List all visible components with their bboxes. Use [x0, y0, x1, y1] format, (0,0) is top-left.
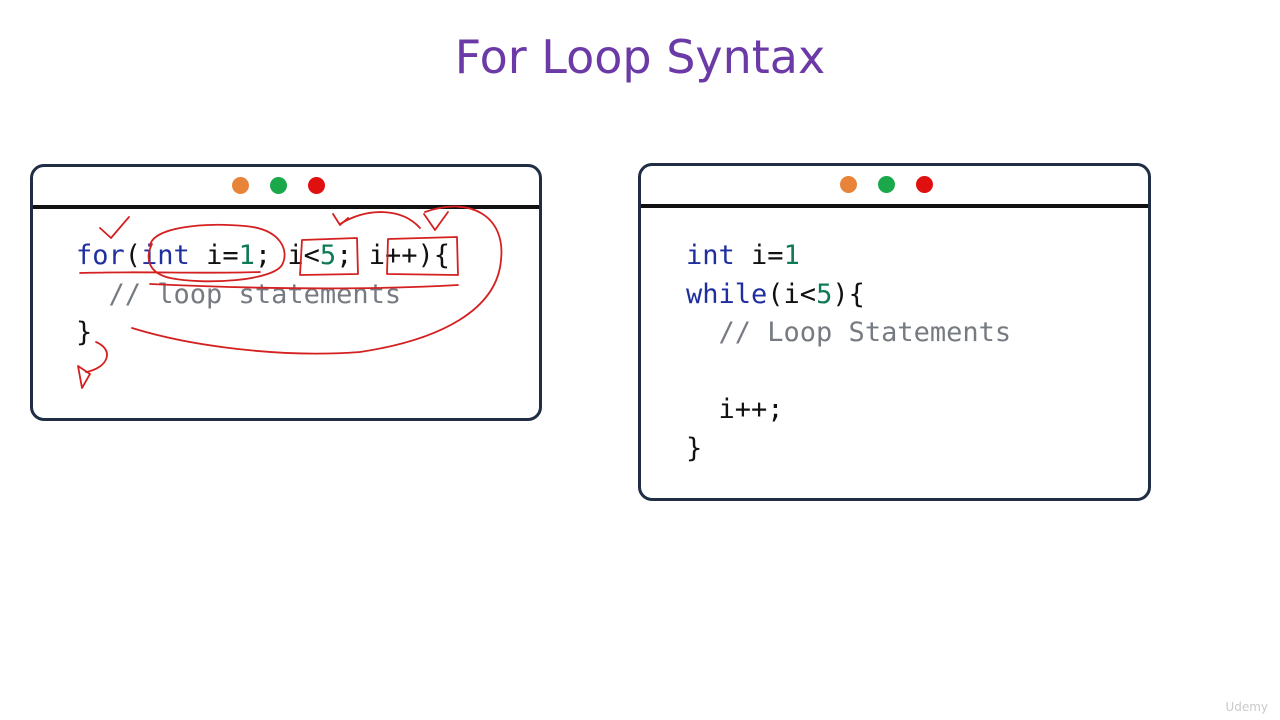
code-token: ){ — [832, 278, 865, 310]
code-token: i= — [189, 240, 239, 271]
code-line-1: for(int i=1; i<5; i++){ — [76, 240, 450, 271]
window-orange-dot-icon — [232, 177, 249, 194]
window-title-bar — [641, 166, 1148, 208]
window-orange-dot-icon — [840, 176, 857, 193]
loop-comment: // loop statements — [108, 278, 402, 310]
window-title-bar — [33, 167, 539, 209]
init-value: 1 — [238, 240, 255, 271]
for-keyword: for — [76, 240, 125, 271]
window-red-dot-icon — [308, 177, 325, 194]
code-token: ){ — [417, 240, 450, 271]
window-green-dot-icon — [270, 177, 287, 194]
for-loop-code: for(int i=1; i<5; i++){ // loop statemen… — [76, 237, 450, 353]
code-line-5: i++; — [686, 394, 784, 425]
while-keyword: while — [686, 278, 768, 310]
while-loop-code: int i=1 while(i<5){ // Loop Statements i… — [686, 237, 1011, 468]
int-keyword: int — [686, 240, 735, 271]
code-line-6: } — [686, 432, 703, 464]
code-token: ( — [124, 240, 142, 271]
code-line-2: // loop statements — [76, 278, 402, 310]
code-indent — [686, 317, 719, 348]
condition-value: 5 — [816, 278, 833, 310]
udemy-watermark: Udemy — [1225, 700, 1268, 714]
while-loop-code-window: int i=1 while(i<5){ // Loop Statements i… — [638, 163, 1151, 501]
update-statement: i++; — [718, 394, 784, 425]
code-line-3: } — [76, 317, 93, 348]
window-green-dot-icon — [878, 176, 895, 193]
code-token: ; — [254, 240, 288, 271]
code-line-1: int i=1 — [686, 240, 800, 271]
code-token: i= — [734, 240, 784, 271]
loop-comment: // Loop Statements — [718, 317, 1012, 348]
code-token: ; — [336, 240, 369, 271]
int-keyword: int — [141, 240, 190, 271]
code-line-3: // Loop Statements — [686, 317, 1012, 348]
code-token: (i< — [767, 278, 817, 310]
slide-title: For Loop Syntax — [454, 30, 826, 84]
init-value: 1 — [783, 240, 800, 271]
condition-expression: i< — [287, 240, 320, 271]
code-indent — [686, 394, 719, 425]
code-indent — [76, 279, 109, 310]
code-line-2: while(i<5){ — [686, 279, 865, 310]
condition-value: 5 — [319, 240, 337, 271]
for-loop-code-window: for(int i=1; i<5; i++){ // loop statemen… — [30, 164, 542, 421]
window-red-dot-icon — [916, 176, 933, 193]
update-expression: i++ — [368, 240, 418, 271]
